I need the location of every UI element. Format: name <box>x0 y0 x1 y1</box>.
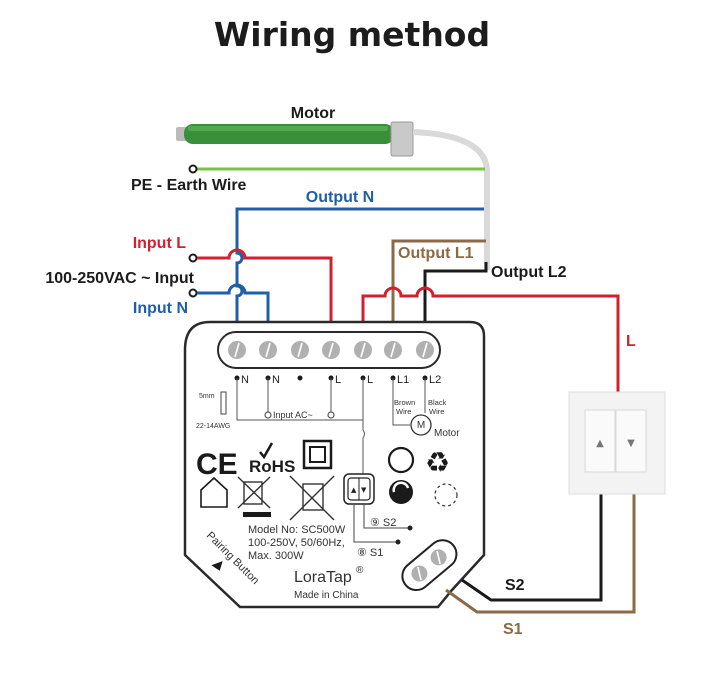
wire-gauge-label: 22-14AWG <box>196 423 230 430</box>
input-l-terminal <box>188 253 198 263</box>
model-number: Model No: SC500W <box>248 524 346 536</box>
terminal-screws <box>228 341 434 359</box>
black-wire-line1: Black <box>428 398 447 407</box>
s1-dot <box>395 539 401 545</box>
tubular-motor <box>176 121 414 157</box>
switch-up-arrow-icon: ▲ <box>351 486 357 494</box>
l1-motor-line <box>392 378 410 426</box>
dashed-circle-icon <box>434 483 458 507</box>
brand-name: LoraTap <box>294 569 352 586</box>
device-motor-label: Motor <box>434 428 460 439</box>
indoor-use-icon <box>200 476 228 508</box>
switch-feed-line <box>362 378 365 475</box>
screw-slot <box>234 342 240 358</box>
brown-wire-line1: Brown <box>394 398 415 407</box>
output-l1-label: Output L1 <box>398 245 474 262</box>
class-ii-outer-icon <box>302 439 333 470</box>
green-dot-arrow <box>392 481 410 493</box>
s1-internal-line <box>353 504 398 543</box>
input-n-terminal <box>188 288 198 298</box>
strip-length-icon <box>220 391 227 415</box>
s1-label: S1 <box>503 621 523 638</box>
s1-wire <box>445 494 636 614</box>
class-ii-inner-icon <box>309 446 326 463</box>
live-switch-wire <box>361 286 620 392</box>
pe-earth-label: PE - Earth Wire <box>131 177 247 194</box>
output-n-label: Output N <box>306 189 374 206</box>
output-l1-wire <box>391 239 486 323</box>
motor-highlight <box>188 126 388 131</box>
screw-slot <box>265 342 271 358</box>
s1-device-label: ⑧ S1 <box>357 547 383 559</box>
terminal-label: L2 <box>429 374 441 386</box>
terminal-label: L <box>335 374 341 386</box>
motor-symbol-letter: M <box>417 420 425 431</box>
tidy-man-icon <box>387 446 415 474</box>
module-outline <box>183 320 486 609</box>
loratap-module: N N L L L1 L2 Input AC~ Brown Wire Black Wire… <box>183 320 486 609</box>
screw-slot <box>328 342 334 358</box>
input-l-label: Input L <box>133 235 187 252</box>
brown-wire-line2: Wire <box>396 407 411 416</box>
black-wire-line2: Wire <box>429 407 444 416</box>
diagram-title: Wiring method <box>214 15 490 54</box>
input-ac-l-dot <box>327 411 335 419</box>
made-in-label: Made in China <box>294 590 359 601</box>
motor-symbol <box>410 414 432 436</box>
s2-internal-line <box>363 504 410 529</box>
input-n-label: Input N <box>133 300 188 317</box>
input-ac-n-dot <box>264 411 272 419</box>
s2-wire <box>461 494 603 602</box>
input-n-wire <box>197 283 270 323</box>
switch-terminal-block <box>401 539 458 592</box>
internal-n-line <box>236 378 363 421</box>
switch-l-label: L <box>626 333 636 350</box>
rohs-check-icon <box>259 442 274 460</box>
weee-bin-icon-2 <box>289 475 335 521</box>
input-ac-label: Input AC~ <box>273 410 313 420</box>
recycle-icon: ♻ <box>425 446 450 479</box>
terminal-label: N <box>241 374 249 386</box>
terminal-dot <box>297 375 303 381</box>
terminal-label: L1 <box>397 374 409 386</box>
s2-label: S2 <box>505 577 525 594</box>
motor-label: Motor <box>291 105 335 122</box>
earth-terminal <box>188 164 198 174</box>
terminal-label: N <box>272 374 280 386</box>
wall-switch[interactable]: ▲ ▼ <box>568 391 666 495</box>
screw-slot <box>297 342 303 358</box>
motor-cable <box>412 129 490 270</box>
screw-slot <box>422 342 428 358</box>
input-l-wire <box>197 248 333 323</box>
strip-length-label: 5mm <box>199 393 215 400</box>
rohs-mark: RoHS <box>249 457 295 476</box>
output-l2-label: Output L2 <box>491 264 567 281</box>
up-arrow-icon: ▲ <box>596 438 604 449</box>
terminal-label: L <box>367 374 373 386</box>
switch-up-button[interactable] <box>584 409 616 473</box>
switch-down-button[interactable] <box>615 409 647 473</box>
screw-slot <box>360 342 366 358</box>
weee-bin-icon <box>237 476 271 517</box>
voltage-rating: 100-250V, 50/60Hz, <box>248 537 345 549</box>
s2-dot <box>407 525 413 531</box>
switch-down-arrow-icon: ▼ <box>361 486 367 494</box>
motor-head <box>390 121 414 157</box>
ce-mark: CE <box>196 448 238 481</box>
output-n-wire <box>235 207 484 323</box>
screw-slot <box>390 342 396 358</box>
max-power: Max. 300W <box>248 550 304 562</box>
down-arrow-icon: ▼ <box>627 438 635 449</box>
pairing-arrow-icon <box>211 561 223 571</box>
registered-mark: ® <box>356 565 364 576</box>
s2-device-label: ⑨ S2 <box>370 517 396 529</box>
supply-voltage-label: 100-250VAC ~ Input <box>45 270 194 287</box>
output-l2-wire <box>423 262 488 323</box>
